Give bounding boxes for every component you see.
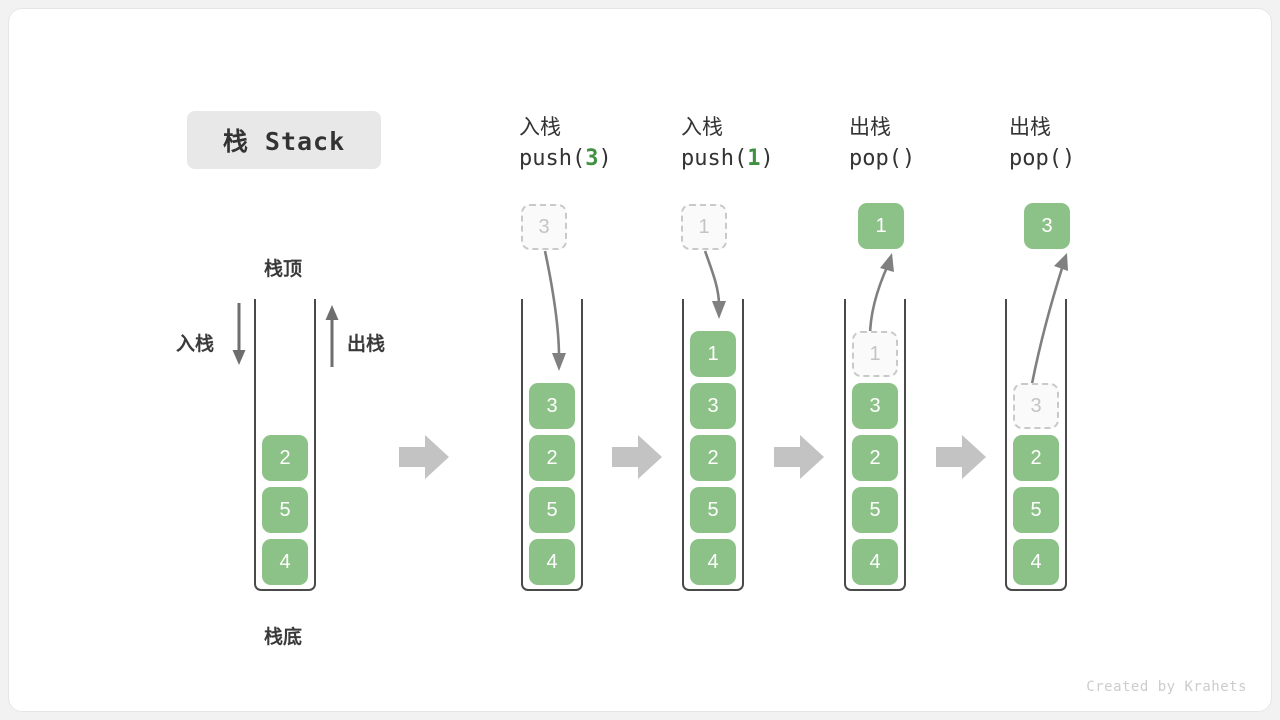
popped-cell-3: 3 [1024,203,1070,249]
operation-cn: 出栈 [1009,115,1051,139]
stack-cell: 4 [852,539,898,585]
popped-cell-1: 1 [858,203,904,249]
operation-label-push-1: 入栈 push(1) [681,114,774,172]
stack-container [844,299,906,591]
stack-container [521,299,583,591]
diagram-card: 栈 Stack 栈顶 栈底 入栈 出栈 2 5 4 入栈 push(3) 3 3 2 5… [8,8,1272,712]
stack-cell: 5 [1013,487,1059,533]
stack-cell: 4 [262,539,308,585]
stack-cell: 5 [690,487,736,533]
flow-arrow [399,435,449,479]
flow-arrow [936,435,986,479]
stack-cell: 5 [852,487,898,533]
ghost-cell-removed: 3 [1013,383,1059,429]
stack-cell: 3 [690,383,736,429]
stack-cell: 2 [262,435,308,481]
operation-code: push(3) [519,146,612,171]
push-curve-arrow-3 [543,250,566,371]
operation-cn: 出栈 [849,115,891,139]
operation-cn: 入栈 [519,115,561,139]
label-stack-bottom: 栈底 [264,627,303,648]
stack-cell: 2 [690,435,736,481]
operation-code: pop() [849,146,916,171]
stack-cell: 4 [690,539,736,585]
stack-cell: 3 [852,383,898,429]
stack-container [254,299,316,591]
push-direction-arrow [232,303,246,365]
label-pop-side: 出栈 [347,334,386,355]
operation-label-push-3: 入栈 push(3) [519,114,612,172]
stack-container [682,299,744,591]
stack-container [1005,299,1067,591]
operation-label-pop-1: 出栈 pop() [849,114,915,172]
pop-direction-arrow [325,305,339,367]
stack-cell: 2 [529,435,575,481]
flow-arrow [612,435,662,479]
stack-cell: 5 [529,487,575,533]
credit-text: Created by Krahets [1086,679,1247,695]
diagram-stage: 栈 Stack 栈顶 栈底 入栈 出栈 2 5 4 入栈 push(3) 3 3 2 5… [9,9,1273,713]
stack-cell: 1 [690,331,736,377]
stack-cell: 2 [852,435,898,481]
stack-cell: 4 [1013,539,1059,585]
operation-code: pop() [1009,146,1076,171]
push-curve-arrow-1 [703,250,726,319]
stack-cell: 4 [529,539,575,585]
label-stack-top: 栈顶 [264,259,303,280]
flow-arrow [774,435,824,479]
operation-code: push(1) [681,146,774,171]
stack-cell: 2 [1013,435,1059,481]
pop-curve-arrow-1 [868,253,894,338]
ghost-cell-push-3: 3 [521,204,567,250]
operation-cn: 入栈 [681,115,723,139]
ghost-cell-removed: 1 [852,331,898,377]
pop-curve-arrow-3 [1029,253,1068,390]
label-push-side: 入栈 [176,334,215,355]
page-title: 栈 Stack [187,111,381,169]
ghost-cell-push-1: 1 [681,204,727,250]
stack-cell: 3 [529,383,575,429]
stack-cell: 5 [262,487,308,533]
operation-label-pop-2: 出栈 pop() [1009,114,1075,172]
